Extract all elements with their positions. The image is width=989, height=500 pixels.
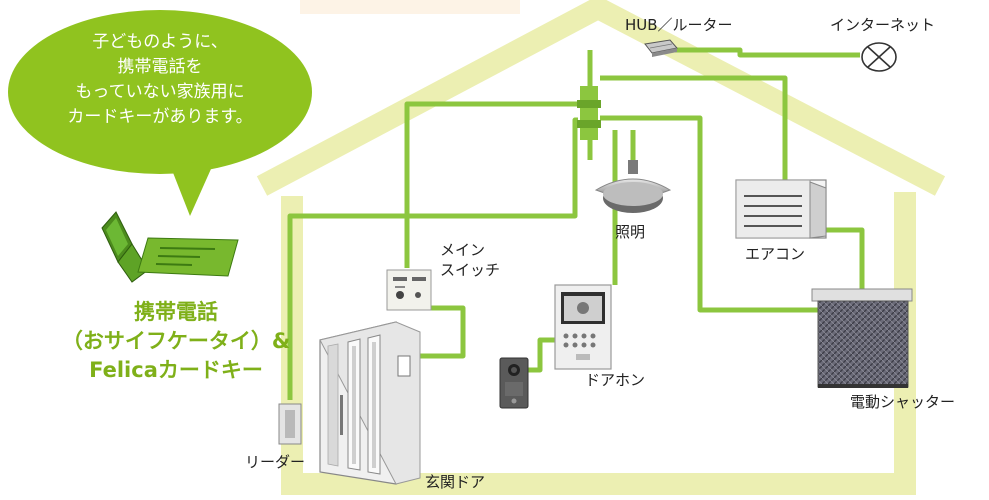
wall-switch-icon bbox=[386, 269, 432, 311]
aircon-label: エアコン bbox=[745, 245, 806, 263]
main-switch-label-2: スイッチ bbox=[440, 261, 501, 279]
bubble-message: 子どものように、 携帯電話を もっていない家族用に カードキーがあります。 bbox=[30, 30, 290, 130]
bubble-line: もっていない家族用に bbox=[75, 82, 245, 102]
main-switch-label-1: メイン bbox=[440, 241, 486, 259]
caption-line: （おサイフケータイ）& bbox=[61, 329, 291, 353]
hub-label: HUB／ルーター bbox=[625, 16, 733, 34]
speech-bubble bbox=[8, 10, 312, 216]
caption-line: Felicaカードキー bbox=[89, 358, 263, 382]
bubble-line: 携帯電話を bbox=[117, 57, 203, 77]
router-icon bbox=[644, 39, 678, 57]
junction-box bbox=[577, 86, 601, 140]
caption-line: 携帯電話 bbox=[134, 300, 218, 324]
light-label: 照明 bbox=[615, 223, 646, 241]
intercom-monitor-icon bbox=[554, 284, 612, 370]
front-door-icon bbox=[319, 321, 421, 485]
internet-label: インターネット bbox=[830, 16, 936, 34]
reader-label: リーダー bbox=[245, 453, 306, 471]
bubble-line: カードキーがあります。 bbox=[67, 107, 253, 127]
bubble-line: 子どものように、 bbox=[92, 32, 228, 52]
card-reader-icon bbox=[278, 403, 302, 445]
front-door-label: 玄関ドア bbox=[425, 473, 486, 491]
felica-card-icon bbox=[137, 237, 239, 277]
door-camera-icon bbox=[499, 357, 529, 409]
ceiling-light-icon bbox=[594, 160, 672, 213]
shutter-label: 電動シャッター bbox=[850, 393, 956, 411]
electric-shutter-icon bbox=[811, 288, 913, 388]
globe-cross-icon bbox=[861, 42, 897, 72]
air-conditioner-icon bbox=[735, 179, 827, 239]
corner-decoration bbox=[300, 0, 520, 14]
phone-card-caption: 携帯電話 （おサイフケータイ）& Felicaカードキー bbox=[42, 298, 310, 385]
door-phone-label: ドアホン bbox=[585, 371, 646, 389]
